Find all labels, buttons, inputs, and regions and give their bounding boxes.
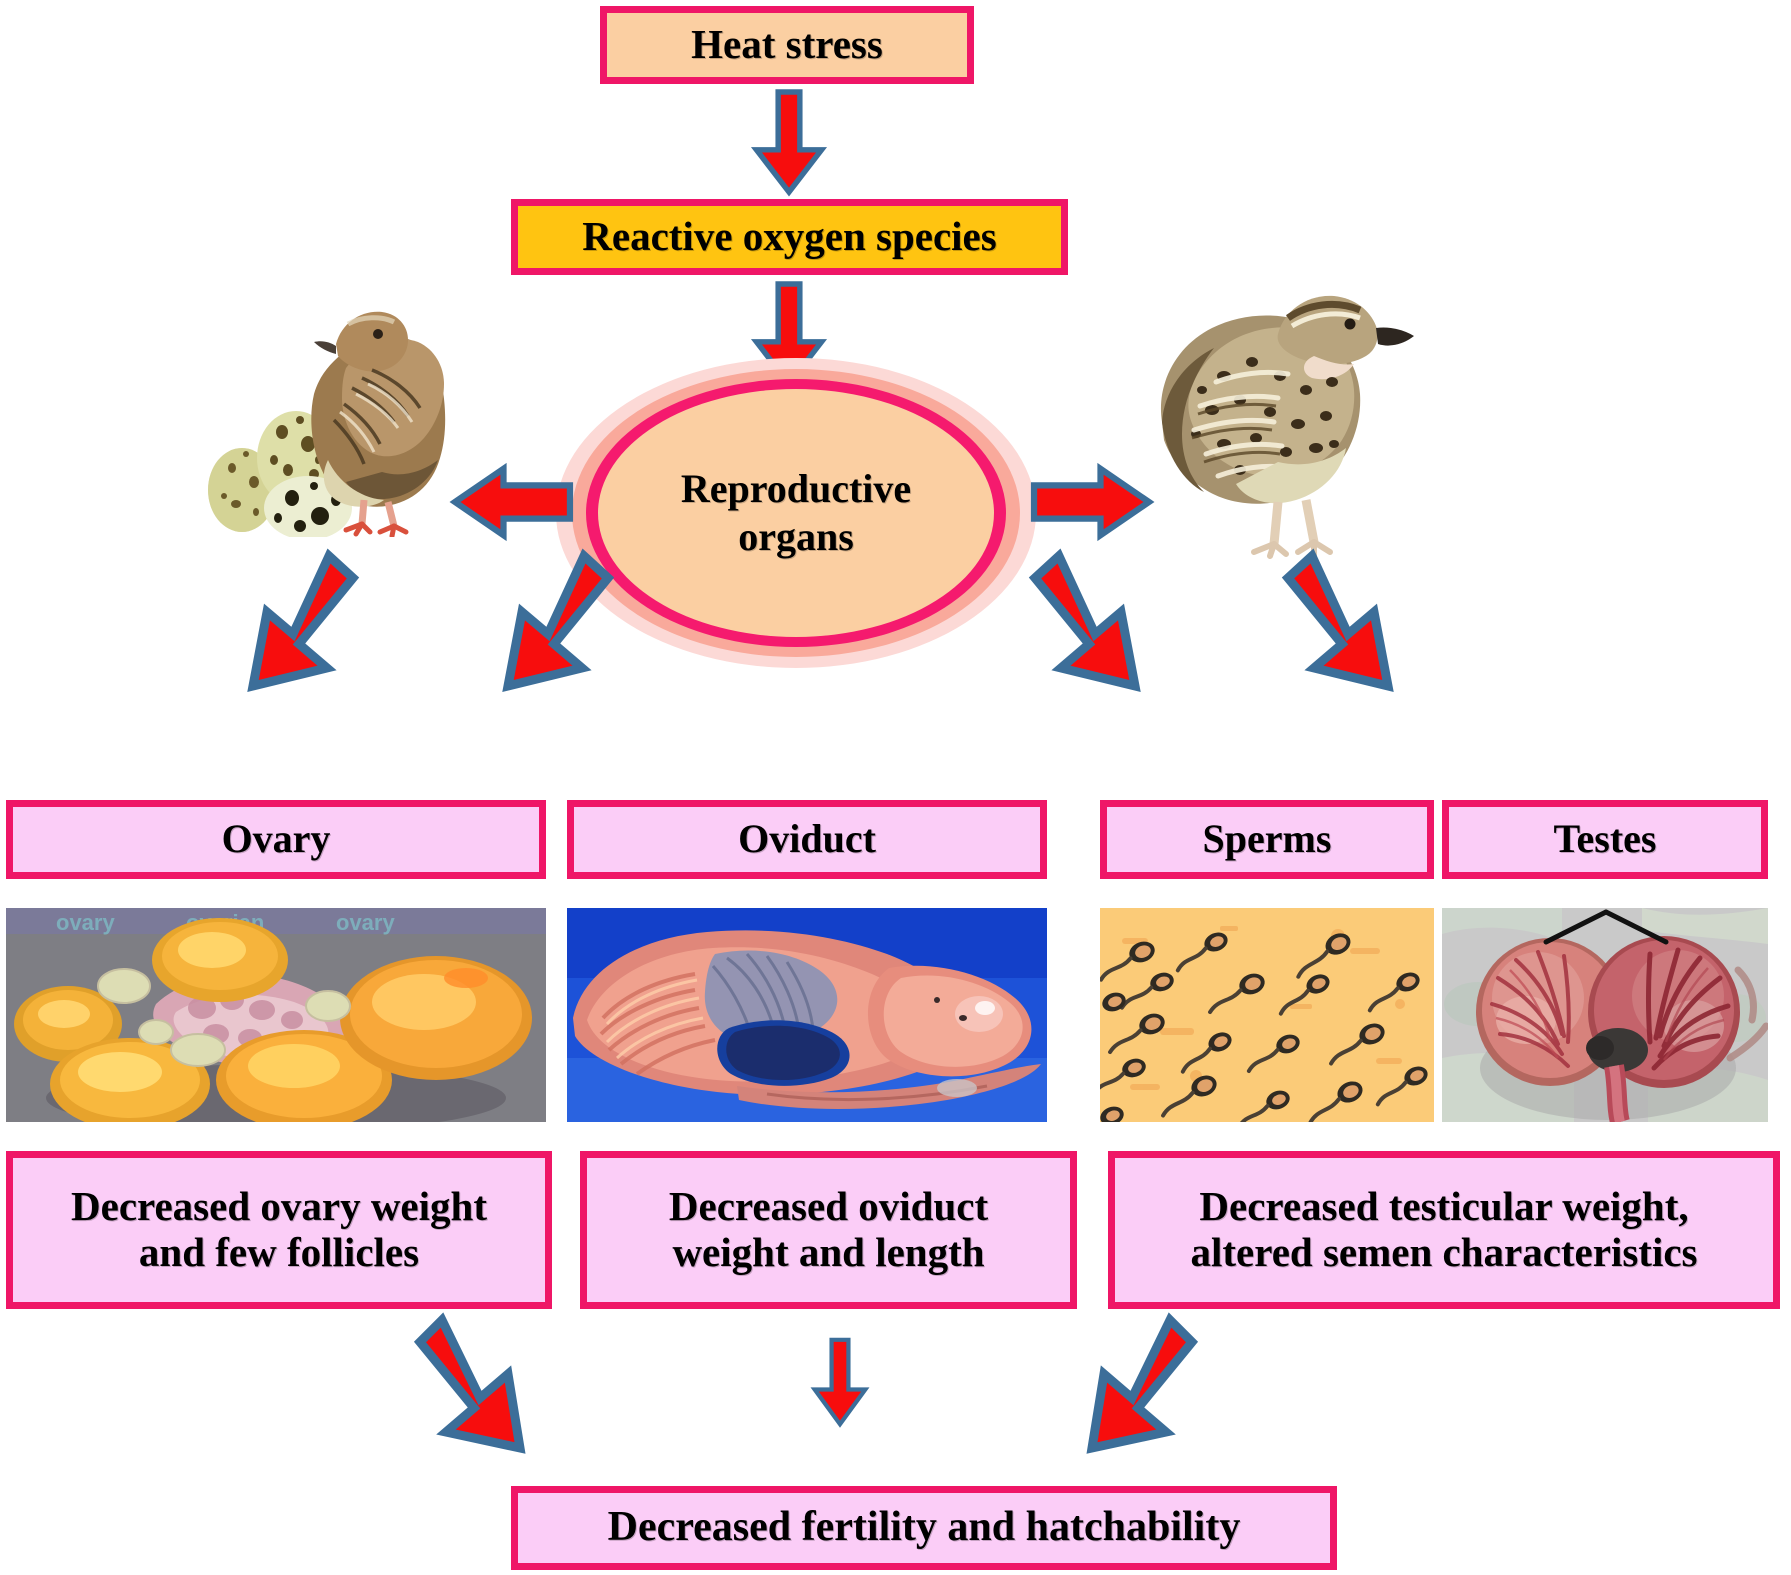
svg-text:ovary: ovary [56,910,115,935]
outcome-ovary-line2: and few follicles [138,1229,420,1275]
outcome-male-line2: altered semen characteristics [1190,1229,1698,1275]
arrow-organs-to-sperms [1028,548,1141,693]
outcome-oviduct-line2: weight and length [672,1229,985,1275]
outcome-box-male: Decreased testicular weight, altered sem… [1108,1151,1780,1309]
organ-label-ovary-text: Ovary [221,816,331,862]
arrow-heat-to-ros [750,89,828,197]
outcome-oviduct-line1: Decreased oviduct [668,1183,989,1230]
reproductive-organs-label: Reproductive organs [598,389,994,637]
outcome-box-oviduct: Decreased oviduct weight and length [580,1151,1077,1309]
svg-text:ovary: ovary [336,910,395,935]
organ-label-oviduct-text: Oviduct [738,816,876,862]
outcome-ovary-line1: Decreased ovary weight [71,1183,487,1230]
reproductive-organs-line1: Reproductive [680,466,912,511]
organ-label-sperms-text: Sperms [1202,816,1332,862]
organ-label-sperms: Sperms [1100,800,1434,879]
arrow-ovary-to-final [413,1312,526,1454]
arrow-organs-to-ovary [247,548,360,693]
arrow-oviduct-to-final [810,1337,870,1428]
sperm-photo [1100,908,1434,1122]
organ-label-ovary: Ovary [6,800,546,879]
arrow-male-to-final [1086,1312,1199,1454]
organ-label-testes: Testes [1442,800,1768,879]
organ-label-oviduct: Oviduct [567,800,1047,879]
arrow-organs-to-female-quail [449,462,574,542]
arrow-organs-to-testes [1281,548,1394,693]
reproductive-organs-ellipse: Reproductive organs [556,358,1036,668]
reproductive-organs-line2: organs [738,514,854,559]
reactive-oxygen-species-box: Reactive oxygen species [511,199,1068,275]
male-quail-illustration [1128,272,1428,562]
testes-photo [1442,908,1768,1122]
arrow-organs-to-male-quail [1030,462,1155,542]
oviduct-photo [567,908,1047,1122]
final-outcome-box: Decreased fertility and hatchability [511,1486,1337,1570]
ros-label: Reactive oxygen species [582,213,997,260]
female-quail-with-eggs-illustration [196,272,466,537]
heat-stress-label: Heat stress [691,21,883,68]
arrow-organs-to-oviduct [502,548,615,693]
organ-label-testes-text: Testes [1553,816,1657,862]
final-outcome-label: Decreased fertility and hatchability [607,1504,1241,1551]
outcome-male-line1: Decreased testicular weight, [1199,1183,1689,1230]
outcome-box-ovary: Decreased ovary weight and few follicles [6,1151,552,1309]
ovary-photo: ovaryovarianovary [6,908,546,1122]
heat-stress-box: Heat stress [600,6,974,84]
